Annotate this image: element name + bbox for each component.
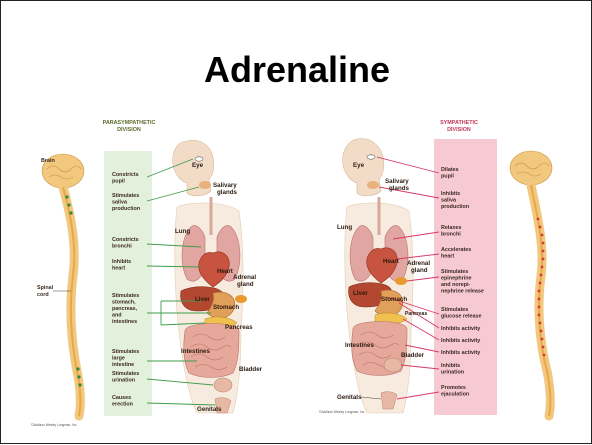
symp-header-line2: DIVISION — [447, 127, 471, 133]
para-genitals-label: Genitals — [197, 406, 222, 413]
symp-salivary-label-2: glands — [389, 185, 409, 192]
para-eye-label: Eye — [192, 162, 204, 169]
para-liver-label: Liver — [195, 296, 210, 303]
para-bladder-label: Bladder — [239, 366, 263, 373]
symp-adrenal-label-1: Adrenal — [407, 260, 430, 267]
symp-salivary-organ — [367, 181, 379, 189]
para-effect-erection: Causes erection — [112, 395, 133, 408]
para-header-line2: DIVISION — [117, 127, 141, 133]
para-salivary-label-1: Salivary — [213, 182, 237, 189]
symp-pancreas-label: Pancreas — [405, 311, 427, 317]
para-adrenal-label-1: Adrenal — [233, 274, 256, 281]
symp-intestines-label: Intestines — [345, 342, 374, 349]
para-brain-label: Brain — [41, 158, 55, 164]
para-effect-digestion: Stimulates stomach, pancreas, and intest… — [112, 293, 141, 325]
symp-stomach-label: Stomach — [381, 296, 407, 303]
symp-bladder-label: Bladder — [401, 352, 425, 359]
para-adrenal-organ — [235, 295, 247, 303]
para-copyright: ©Addison Wesley Longman, Inc. — [31, 423, 77, 427]
para-intestines-label: Intestines — [181, 348, 210, 355]
symp-eye-organ — [367, 155, 375, 159]
para-adrenal-label-2: gland — [237, 281, 254, 288]
symp-bladder — [384, 358, 402, 372]
symp-effect-ejaculation: Promotes ejaculation — [441, 385, 469, 398]
symp-copyright: ©Addison Wesley Longman, Inc. — [319, 410, 365, 414]
symp-effect-inhibit-2: Inhibits activity — [441, 338, 480, 344]
symp-effect-urination: Inhibits urination — [441, 363, 464, 376]
symp-genitals-label: Genitals — [337, 394, 362, 401]
para-bladder — [214, 378, 232, 392]
symp-heart-label: Heart — [383, 258, 399, 265]
para-spinal-label-2: cord — [37, 292, 49, 298]
symp-header-line1: SYMPATHETIC — [440, 120, 478, 126]
para-eye-organ — [195, 157, 203, 161]
symp-salivary-label-1: Salivary — [385, 178, 409, 185]
parasympathetic-panel: PARASYMPATHETIC DIVISION Brain Spinal co… — [31, 120, 263, 427]
symp-effect-inhibit-3: Inhibits activity — [441, 350, 480, 356]
para-salivary-organ — [199, 181, 211, 189]
para-stomach-label: Stomach — [213, 304, 239, 311]
symp-effect-inhibit-1: Inhibits activity — [441, 326, 480, 332]
para-header-line1: PARASYMPATHETIC — [103, 120, 156, 126]
para-heart-label: Heart — [217, 268, 233, 275]
symp-lung-label: Lung — [337, 224, 352, 231]
para-salivary-label-2: glands — [217, 189, 237, 196]
symp-effect-bronchi: Relaxes bronchi — [441, 225, 463, 238]
para-pancreas-label: Pancreas — [225, 324, 253, 331]
symp-eye-label: Eye — [353, 162, 365, 169]
symp-spinal-cord — [531, 185, 550, 416]
para-spinal-label-1: Spinal — [37, 285, 54, 291]
symp-brain — [510, 151, 552, 185]
symp-adrenal-label-2: gland — [411, 267, 428, 274]
symp-liver-label: Liver — [353, 290, 368, 297]
symp-adrenal-organ — [395, 277, 407, 285]
para-lung-label: Lung — [175, 228, 190, 235]
sympathetic-panel: SYMPATHETIC DIVISION — [319, 120, 552, 416]
